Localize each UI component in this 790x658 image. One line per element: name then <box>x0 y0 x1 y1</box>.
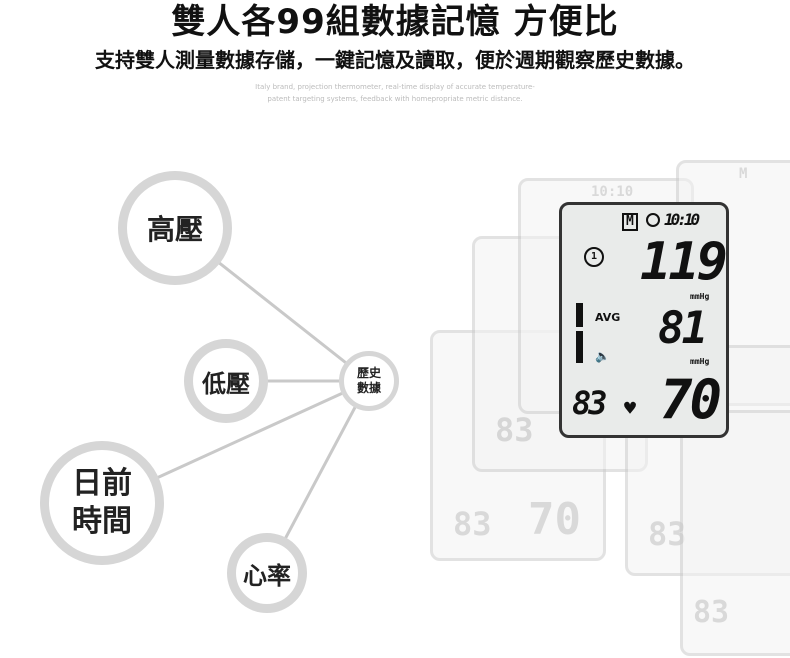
hub-label: 歷史數據 <box>356 366 381 395</box>
unit-label: mmHg <box>690 292 710 301</box>
ghost-pulse: 70 <box>528 494 581 545</box>
ghost-lcd-panel: 83 <box>680 410 790 656</box>
lcd-display: M 10:10 1 119 mmHg AVG 🔈 81 mmHg 83 ♥ 70 <box>559 202 729 438</box>
node-date-time: 日前時間 <box>40 441 164 565</box>
ghost-pulse-left: 83 <box>453 505 492 543</box>
node-label: 心率 <box>243 561 291 590</box>
unit-label: mmHg <box>690 357 710 366</box>
ghost-pulse-left: 83 <box>693 595 730 630</box>
node-label: 高壓 <box>146 213 203 246</box>
heart-icon: ♥ <box>624 396 637 420</box>
pulse-left-value: 83 <box>572 384 607 422</box>
node-label: 低壓 <box>202 369 250 398</box>
hub-history-data: 歷史數據 <box>339 351 399 411</box>
clock-icon <box>646 213 660 227</box>
ghost-pulse-left: 83 <box>495 411 534 449</box>
node-diastolic: 低壓 <box>184 339 268 423</box>
ghost-time: 10:10 <box>591 184 634 200</box>
level-bar <box>576 303 583 327</box>
headline: 雙人各99組數據記憶 方便比 <box>171 2 619 42</box>
tagline: Italy brand, projection thermometer, rea… <box>255 83 535 91</box>
diastolic-value: 81 <box>658 303 708 354</box>
node-systolic: 高壓 <box>118 171 232 285</box>
avg-label: AVG <box>595 311 621 324</box>
level-bar <box>576 331 583 363</box>
memory-icon: M <box>622 213 638 231</box>
systolic-value: 119 <box>640 232 728 292</box>
node-label: 日前時間 <box>72 466 132 539</box>
subheadline: 支持雙人測量數據存儲，一鍵記憶及讀取，便於週期觀察歷史數據。 <box>95 48 695 72</box>
ghost-memory: M <box>739 166 748 182</box>
speaker-icon: 🔈 <box>595 349 610 363</box>
pulse-value: 70 <box>660 368 722 431</box>
node-pulse: 心率 <box>227 533 307 613</box>
user-icon: 1 <box>584 247 604 267</box>
time-readout: 10:10 <box>664 210 700 229</box>
tagline: patent targeting systems, feedback with … <box>267 95 523 103</box>
